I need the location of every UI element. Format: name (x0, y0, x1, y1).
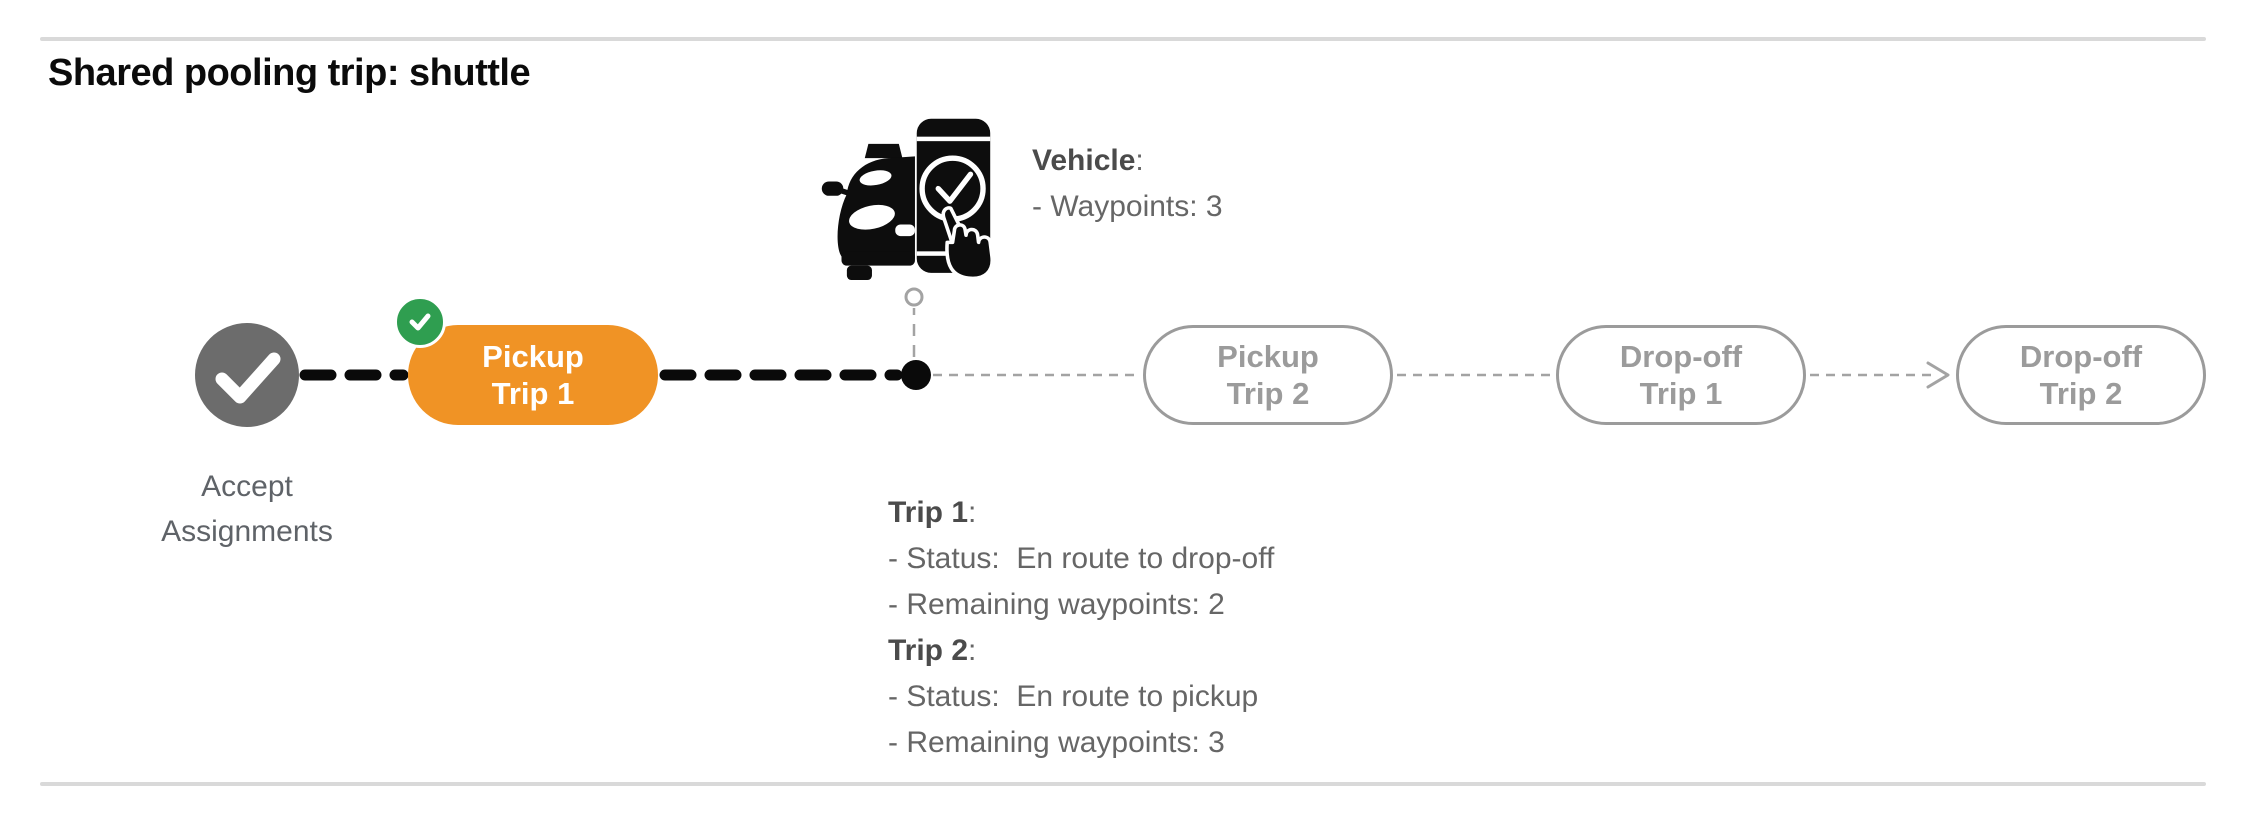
bottom-divider (40, 782, 2206, 786)
node-pickup-trip-1: Pickup Trip 1 (408, 325, 658, 425)
accept-assignments-label: Accept Assignments (161, 470, 333, 548)
vehicle-info: Vehicle: - Waypoints: 3 (1032, 138, 1223, 230)
trip-1-waypoints: - Remaining waypoints: 2 (888, 588, 1225, 621)
node-pickup-trip-2: Pickup Trip 2 (1143, 325, 1393, 425)
page-title: Shared pooling trip: shuttle (48, 52, 531, 94)
trip-2-heading: Trip 2: (888, 634, 977, 667)
trip-1-label: Trip 1 (888, 496, 969, 529)
trip-1-heading: Trip 1: (888, 496, 977, 529)
check-icon (215, 352, 281, 404)
node-dropoff-trip-2: Drop-off Trip 2 (1956, 325, 2206, 425)
top-divider (40, 37, 2206, 41)
vehicle-position-marker (904, 287, 924, 307)
completed-badge (394, 296, 446, 348)
vehicle-waypoints: - Waypoints: 3 (1032, 190, 1223, 223)
trip-2-label: Trip 2 (888, 634, 969, 667)
arrow-right-icon (1926, 361, 1950, 389)
vehicle-label: Vehicle (1032, 144, 1136, 177)
current-position-dot (901, 360, 931, 390)
trip-1-status: - Status: En route to drop-off (888, 542, 1275, 575)
node-accept-assignments (195, 323, 299, 427)
check-icon (409, 313, 431, 331)
car-phone-check-icon (821, 118, 994, 280)
node-dropoff-trip-1: Drop-off Trip 1 (1556, 325, 1806, 425)
trip-2-waypoints: - Remaining waypoints: 3 (888, 726, 1225, 759)
trip-info: Trip 1: - Status: En route to drop-off -… (888, 490, 1274, 766)
vehicle-info-heading: Vehicle: (1032, 144, 1144, 177)
trip-2-status: - Status: En route to pickup (888, 680, 1259, 713)
